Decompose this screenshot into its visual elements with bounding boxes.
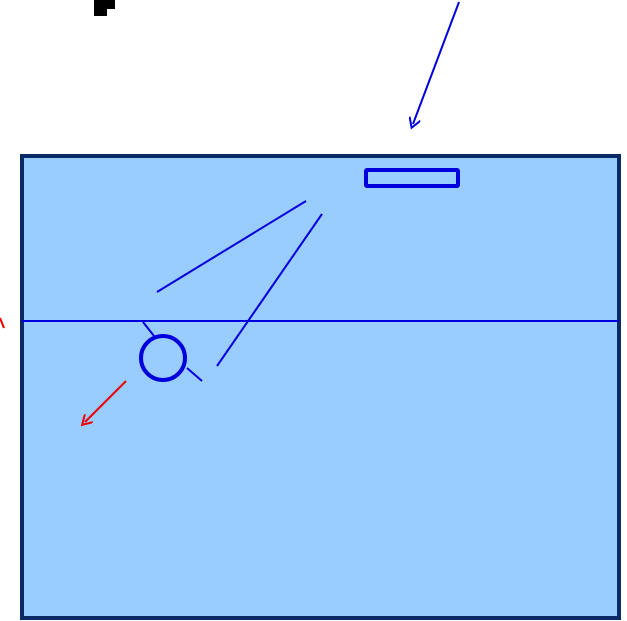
circle bbox=[139, 334, 187, 382]
incoming-arrow bbox=[413, 1, 460, 124]
slot bbox=[364, 168, 460, 188]
tank bbox=[20, 154, 621, 620]
outgoing-arrow bbox=[85, 380, 127, 422]
ray-line-1 bbox=[156, 200, 307, 293]
partial-text-glyph bbox=[94, 0, 115, 16]
edge-mark bbox=[0, 317, 5, 329]
ray-line-2 bbox=[216, 213, 323, 367]
circle-tick-left bbox=[142, 321, 155, 337]
circle-tick-right bbox=[186, 367, 203, 382]
